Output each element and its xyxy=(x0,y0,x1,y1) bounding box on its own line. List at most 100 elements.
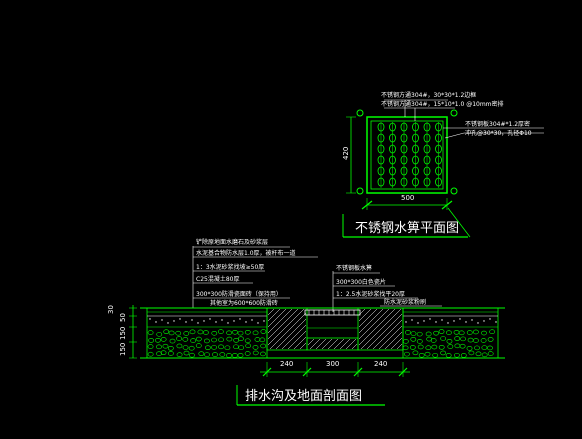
plan-note-holes: 冲孔@30*30，孔径Φ10 xyxy=(465,129,532,137)
channel-bottom xyxy=(306,337,359,351)
grate-inner-frame xyxy=(370,120,444,190)
gravel-stone xyxy=(189,352,195,358)
concrete-stipple xyxy=(423,320,425,322)
gravel-stone xyxy=(211,330,218,336)
gravel-stone xyxy=(489,329,496,335)
gravel-stone xyxy=(432,352,439,358)
concrete-stipple xyxy=(215,321,217,323)
dim-left-3: 150 xyxy=(119,343,127,356)
concrete-stipple xyxy=(221,319,223,321)
gravel-stone xyxy=(189,329,196,335)
perforation-hole xyxy=(423,177,431,187)
gravel-fill-right xyxy=(402,318,497,358)
gravel-stone xyxy=(459,343,466,349)
gravel-stone xyxy=(195,343,202,348)
hatch-line xyxy=(299,342,307,350)
gravel-stone xyxy=(474,345,480,351)
perforation-hole xyxy=(377,155,385,165)
perforation-hole xyxy=(412,166,419,176)
perforation-hole xyxy=(423,166,431,176)
gravel-stone xyxy=(167,345,174,351)
gravel-fill-left xyxy=(147,318,267,358)
gravel-stone xyxy=(167,351,174,356)
gravel-stone xyxy=(475,351,482,357)
dim-height-label: 420 xyxy=(342,147,350,160)
gravel-stone xyxy=(147,330,154,335)
perforation-hole xyxy=(377,177,385,187)
gravel-stone xyxy=(458,330,465,336)
gravel-stone xyxy=(175,330,182,336)
gravel-stone xyxy=(254,337,261,342)
gravel-stone xyxy=(446,330,452,335)
gravel-stone xyxy=(244,351,251,356)
gravel-stone xyxy=(162,343,169,349)
section-note-4: 300*300防滑瓷面砖（保持用） xyxy=(196,290,282,298)
section-title: 排水沟及地面剖面图 xyxy=(245,389,362,404)
gravel-stone xyxy=(417,344,424,350)
dim-bottom-1: 300 xyxy=(326,360,339,368)
perforation-hole xyxy=(400,122,408,132)
concrete-stipple xyxy=(161,319,163,321)
gravel-stone xyxy=(481,352,488,358)
perforation-hole xyxy=(423,155,431,165)
concrete-stipple xyxy=(495,321,497,323)
hatch-line xyxy=(390,337,403,350)
concrete-stipple xyxy=(191,319,193,321)
concrete-stipple xyxy=(209,318,211,320)
gravel-stone xyxy=(454,336,461,341)
hatch-line xyxy=(267,308,299,340)
gravel-stone xyxy=(259,337,266,343)
concrete-stipple xyxy=(405,321,407,323)
concrete-stipple xyxy=(489,318,491,320)
perforation-hole xyxy=(435,133,442,143)
concrete-stipple xyxy=(251,319,253,321)
dim-width-label: 500 xyxy=(401,194,414,202)
gravel-stone xyxy=(410,331,417,336)
perforation-hole xyxy=(400,155,408,165)
concrete-stipple xyxy=(185,321,187,323)
gravel-stone xyxy=(244,338,251,344)
hatch-line xyxy=(378,325,403,350)
dim-bottom-0: 240 xyxy=(280,360,293,368)
gravel-stone xyxy=(176,343,183,349)
concrete-stipple xyxy=(257,322,259,324)
gravel-stone xyxy=(403,351,410,357)
perforation-hole xyxy=(435,155,442,165)
concrete-stipple xyxy=(167,322,169,324)
hatch-line xyxy=(267,308,293,334)
hatch-line xyxy=(396,343,403,350)
gravel-stone xyxy=(238,345,245,350)
gravel-stone xyxy=(468,350,475,356)
plan-note-frame: 不锈钢方通304#，30*30*1.2边框 xyxy=(381,91,476,99)
hatch-line xyxy=(275,318,307,350)
hatch-line xyxy=(269,312,307,350)
concrete-stipple xyxy=(155,321,157,323)
perforation-hole xyxy=(412,155,419,165)
concrete-stipple xyxy=(203,320,205,322)
perforation-hole xyxy=(412,144,419,154)
gravel-stone xyxy=(226,353,232,358)
hatch-line xyxy=(309,338,321,350)
hatch-line xyxy=(358,308,396,346)
section-note-5: 其他室为600*600防滑砖 xyxy=(210,299,278,307)
gravel-stone xyxy=(472,329,479,335)
section-note-1: 水泥基合物防水层1.0厚，被杆布一道 xyxy=(196,249,296,257)
gravel-stone xyxy=(466,330,473,335)
dim-left-2: 150 xyxy=(119,327,127,340)
concrete-stipple xyxy=(441,319,443,321)
concrete-stipple xyxy=(239,318,241,320)
hatch-line xyxy=(358,308,372,322)
gravel-stone xyxy=(252,345,259,350)
gravel-stone xyxy=(211,337,217,343)
concrete-stipple xyxy=(179,318,181,320)
gravel-stone xyxy=(487,345,493,351)
gravel-stone xyxy=(226,336,233,342)
concrete-stipple xyxy=(411,319,413,321)
hatch-line xyxy=(384,331,403,350)
hatch-line xyxy=(358,308,378,328)
grate-bars xyxy=(308,310,355,315)
concrete-stipple xyxy=(233,320,235,322)
gravel-stone xyxy=(219,352,226,357)
gravel-stone xyxy=(410,336,417,342)
